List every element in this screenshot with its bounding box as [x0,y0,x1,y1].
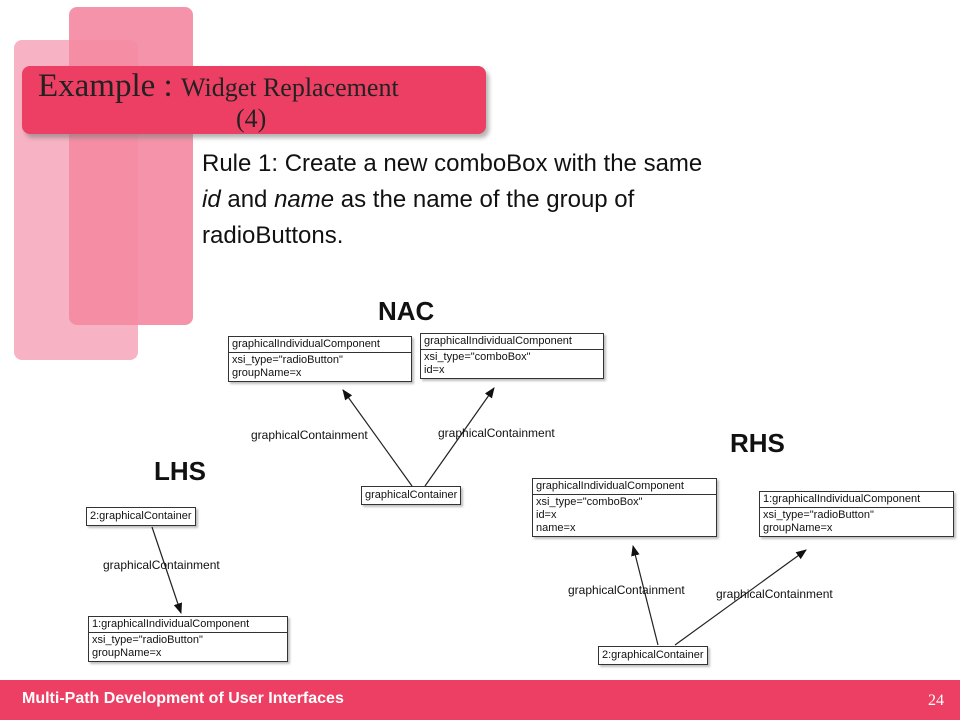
nac-container: graphicalContainer [361,486,462,505]
rhs-container: 2:graphicalContainer [598,646,708,665]
rule-id-term: id [202,186,221,213]
rule-line-2: id and name as the name of the group of [202,186,635,213]
nac-edge-1-label: graphicalContainment [251,428,368,442]
footer-text: Multi-Path Development of User Interface… [22,690,344,707]
page-number: 24 [928,692,944,709]
nac-edge-2-label: graphicalContainment [438,426,555,440]
lhs-edge [151,526,182,615]
rhs-edge-1 [631,544,659,646]
rule-line-3: radioButtons. [202,222,344,249]
rule-description: Rule 1: Create a new comboBox with the s… [202,146,902,254]
rule-line-1: Rule 1: Create a new comboBox with the s… [202,150,703,177]
nac-edge-2 [424,387,495,487]
rhs-edge-1-label: graphicalContainment [568,583,685,597]
decor-bar-right [69,7,193,325]
nac-label: NAC [378,296,435,326]
rule-name-term: name [274,186,335,213]
rhs-label: RHS [730,428,785,458]
lhs-container: 2:graphicalContainer [86,507,196,526]
title-sub: Widget Replacement [180,73,399,102]
footer-bar: Multi-Path Development of User Interface… [0,680,960,720]
rhs-radio-component: 1:graphicalIndividualComponent xsi_type=… [759,491,954,537]
nac-edge-1 [342,389,413,487]
nac-radio-component: graphicalIndividualComponent xsi_type="r… [228,336,412,382]
rhs-edge-2-label: graphicalContainment [716,587,833,601]
title-main: Example : [38,68,181,104]
rhs-edge-2 [674,549,807,646]
rhs-combo-component: graphicalIndividualComponent xsi_type="c… [532,478,717,537]
lhs-radio-component: 1:graphicalIndividualComponent xsi_type=… [88,616,288,662]
slide-title: Example : Widget Replacement (4) [22,66,486,134]
title-line2: (4) [236,104,267,133]
nac-combo-component: graphicalIndividualComponent xsi_type="c… [420,333,604,379]
lhs-edge-label: graphicalContainment [103,558,220,572]
lhs-label: LHS [154,456,206,486]
